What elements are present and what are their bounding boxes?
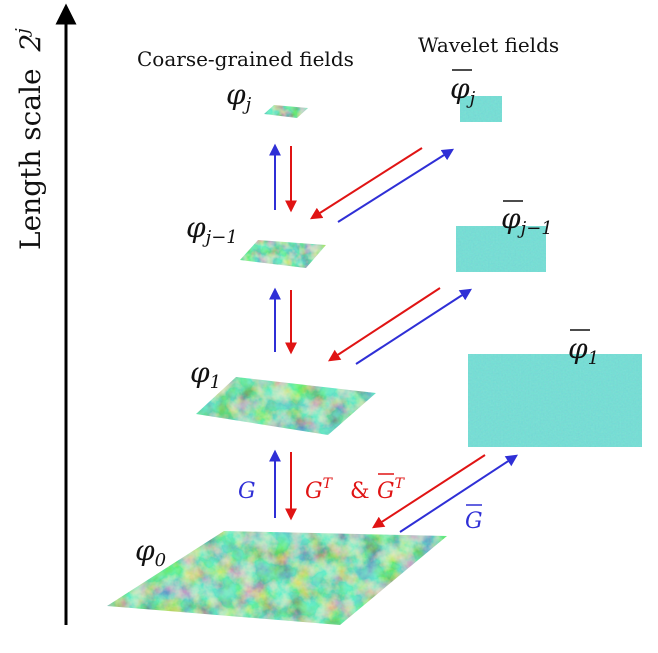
wavelet-heading: Wavelet fields: [418, 33, 559, 57]
operator-Gbar-transpose-sup: T: [395, 476, 406, 492]
arrow-diag-blue-1: [399, 454, 519, 533]
axis-scale-exponent: j: [12, 28, 33, 38]
operator-Gbar-up: G: [465, 504, 483, 534]
operator-G-up: G: [238, 479, 256, 504]
arrow-diag-red-jm1: [327, 287, 441, 362]
operator-G-transpose-sup: T: [323, 476, 334, 492]
svg-text:φj−1: φj−1: [501, 202, 553, 239]
svg-text:G: G: [465, 509, 483, 534]
coarse-field-0-label: φ0: [135, 534, 166, 571]
arrow-diag-red-j: [309, 147, 423, 220]
svg-text:φj: φj: [450, 72, 476, 109]
arrow-diag-red-1: [371, 454, 486, 529]
coarse-field-1-label: φ1: [190, 356, 221, 393]
coarse-heading: Coarse-grained fields: [137, 47, 354, 71]
wavelet-field-j-label: φj: [450, 69, 476, 109]
coarse-field-j-minus-1-label: φj−1: [186, 211, 238, 248]
coarse-field-j-label: φj: [226, 78, 252, 115]
wavelet-field-1-label: φ1: [568, 329, 599, 369]
wavelet-field-j-stack: [458, 95, 504, 123]
svg-text:GT: GT: [305, 476, 334, 504]
wavelet-field-j-minus-1-stack: [453, 225, 549, 273]
arrow-diag-blue-jm1: [355, 288, 473, 365]
axis-scale-base: 2: [14, 34, 47, 53]
svg-text:φ1: φ1: [568, 332, 599, 369]
coarse-field-j: [264, 105, 308, 118]
axis-label: Length scale 2j: [12, 28, 47, 250]
operator-Gbar-transpose-base: G: [377, 479, 395, 504]
operator-G-transpose-base: G: [305, 479, 323, 504]
wavelet-field-1-stack: [465, 352, 645, 449]
operator-ampersand: &: [350, 479, 370, 504]
operator-G-transpose: GT & GT: [305, 473, 406, 504]
coarse-field-j-minus-1: [240, 240, 326, 268]
svg-text:GT: GT: [377, 476, 406, 504]
wavelet-field-j-minus-1-label: φj−1: [501, 200, 553, 239]
arrow-diag-blue-j: [337, 148, 455, 223]
